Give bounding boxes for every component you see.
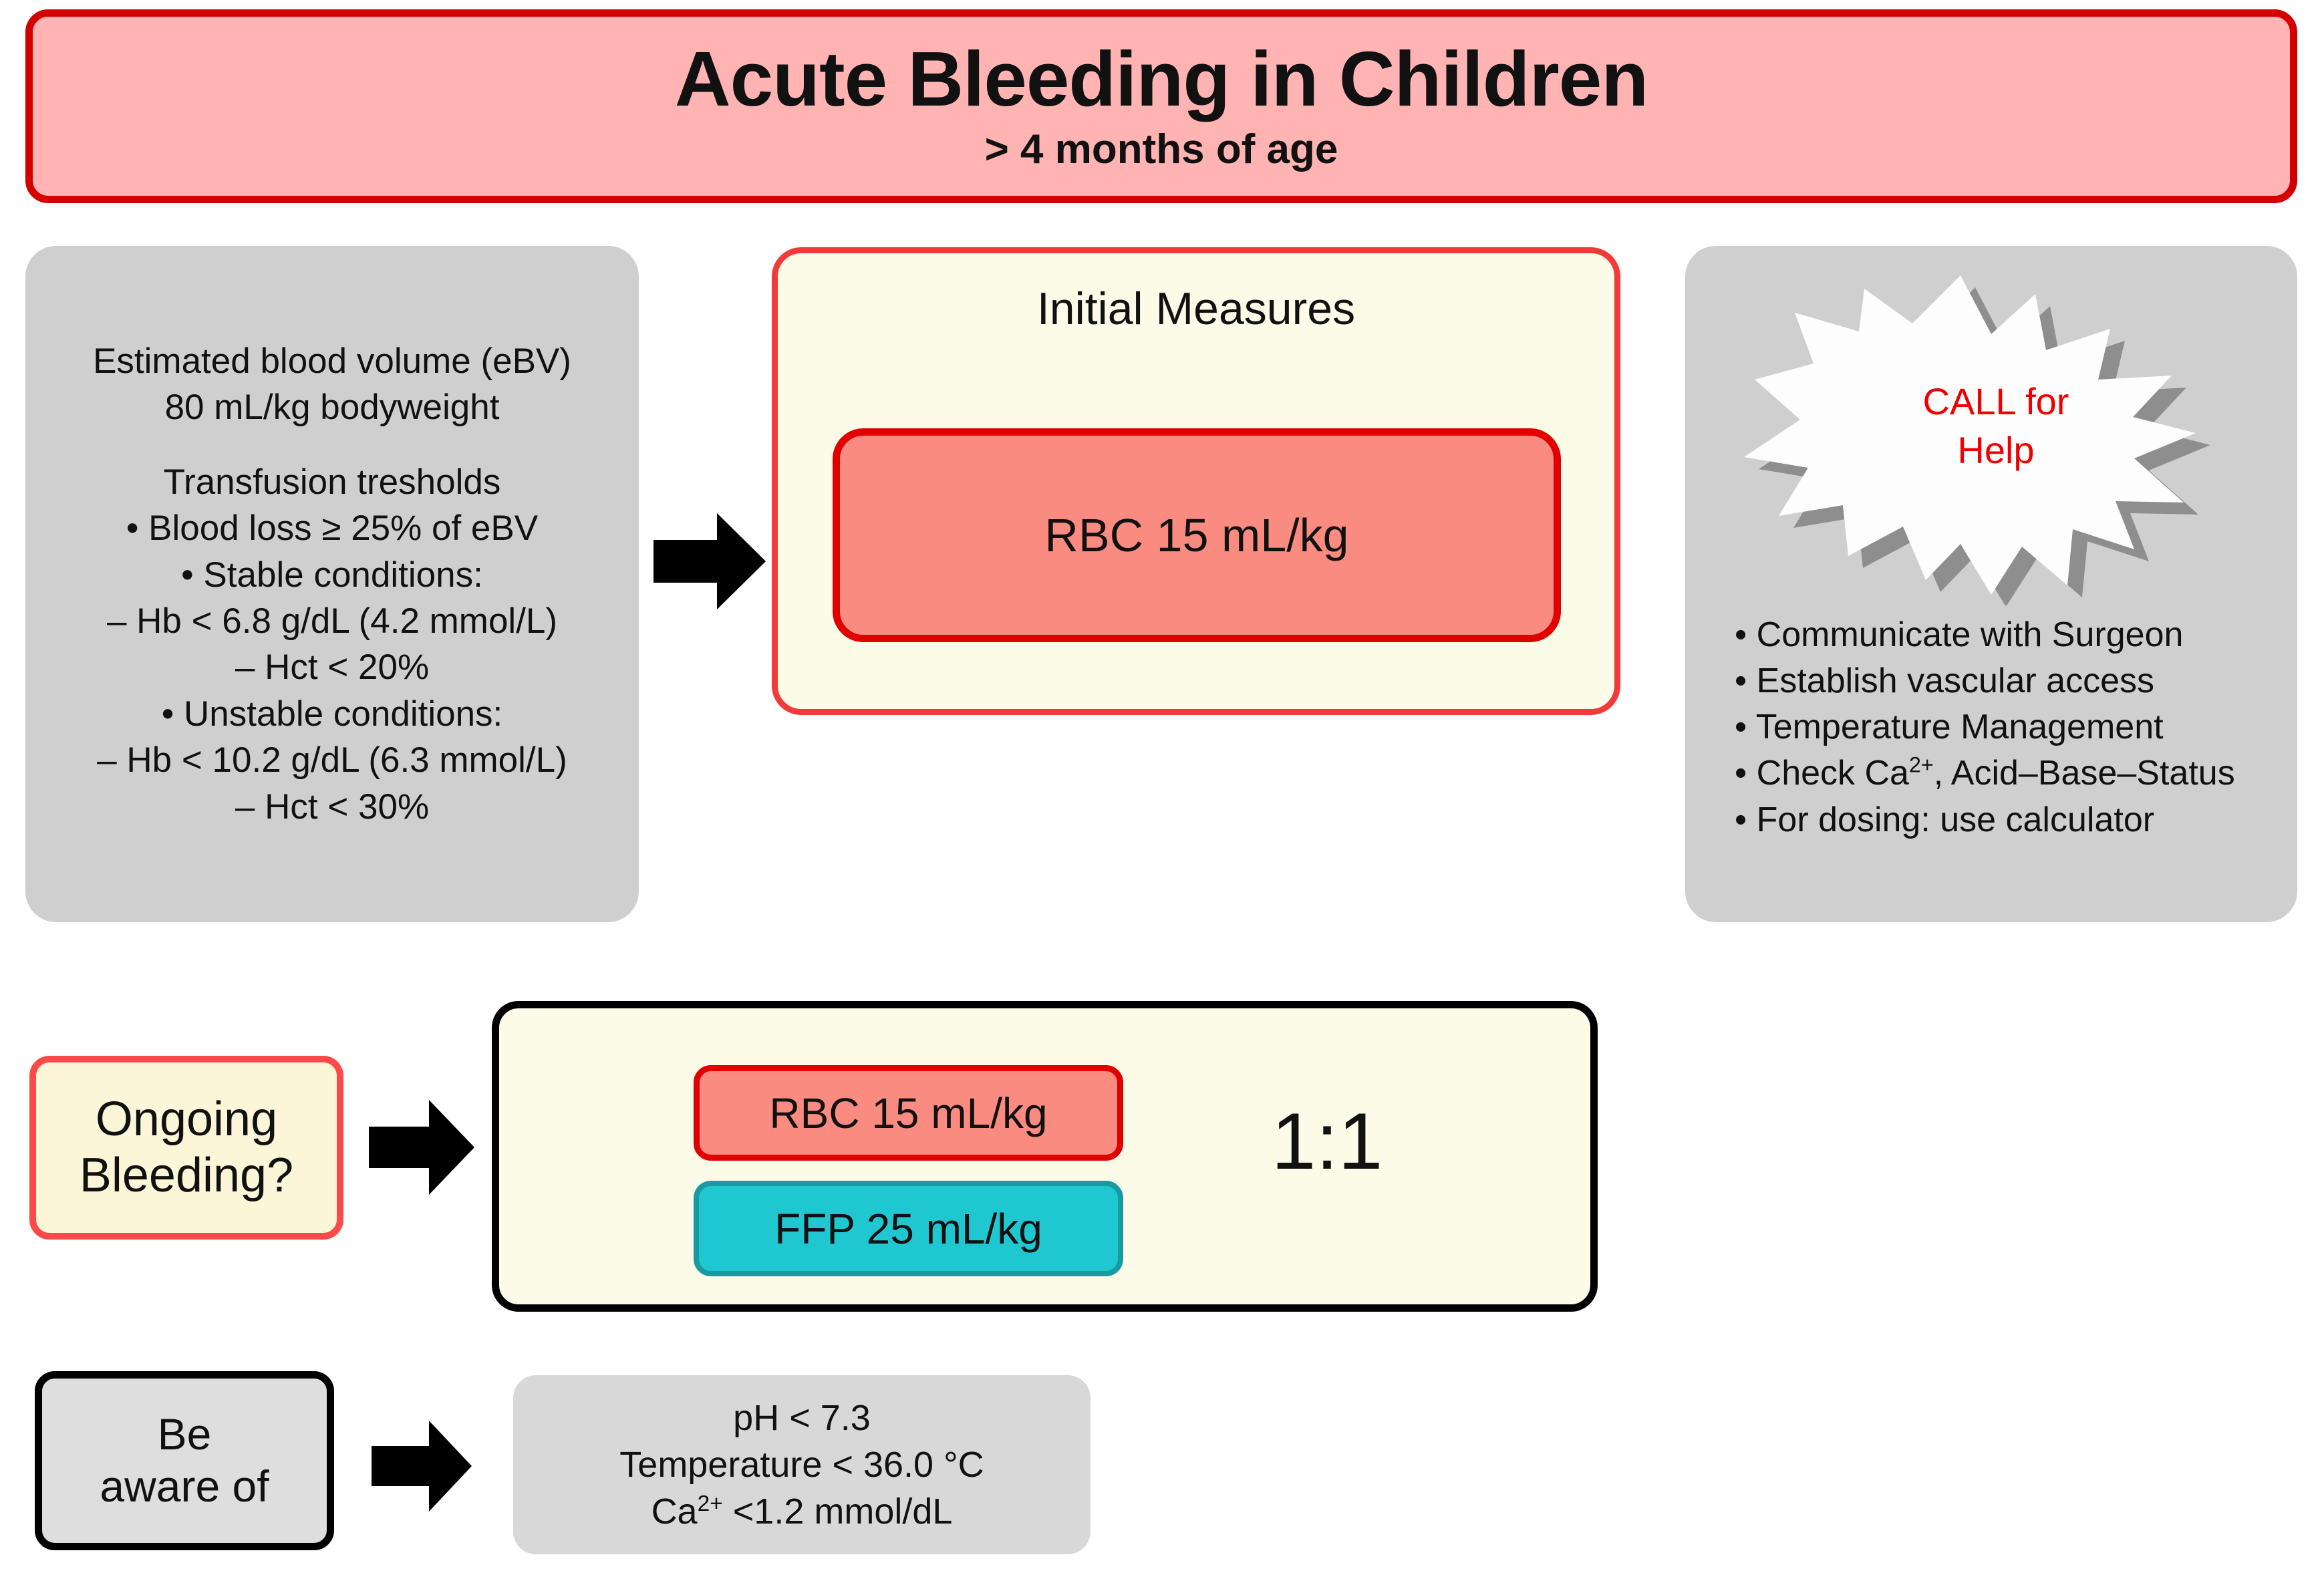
call-for-help-panel: CALL for Help • Communicate with Surgeon… [1685, 246, 2297, 922]
threshold-line: • Blood loss ≥ 25% of eBV [126, 509, 539, 549]
transfusion-ffp-dose: FFP 25 mL/kg [694, 1181, 1123, 1276]
initial-measures-rbc-dose: RBC 15 mL/kg [833, 428, 1561, 642]
be-aware-of-card: Be aware of [35, 1371, 334, 1550]
bullet-text: • Establish vascular access [1735, 662, 2155, 701]
list-item: • Temperature Management [1735, 704, 2289, 750]
be-aware-line-1: Be [157, 1409, 212, 1459]
value-text: Ca [651, 1491, 698, 1532]
list-item: • Communicate with Surgeon [1735, 612, 2289, 658]
page-subtitle: > 4 months of age [984, 126, 1338, 172]
be-aware-value-line: Ca2+ <1.2 mmol/dL [651, 1488, 953, 1535]
value-text: Temperature < 36.0 °C [619, 1444, 984, 1485]
ongoing-bleeding-line-1: Ongoing [95, 1092, 278, 1146]
initial-measures-card: Initial Measures RBC 15 mL/kg [772, 247, 1620, 715]
ongoing-bleeding-card: Ongoing Bleeding? [29, 1056, 343, 1240]
superscript-charge: 2+ [697, 1491, 723, 1517]
threshold-line: – Hb < 6.8 g/dL (4.2 mmol/L) [106, 601, 558, 641]
be-aware-of-values-panel: pH < 7.3 Temperature < 36.0 °C Ca2+ <1.2… [513, 1375, 1091, 1554]
threshold-line: – Hb < 10.2 g/dL (6.3 mmol/L) [97, 740, 567, 780]
bullet-text: • For dosing: use calculator [1735, 800, 2155, 839]
transfusion-ratio-card: RBC 15 mL/kg FFP 25 mL/kg 1:1 [492, 1001, 1598, 1312]
starburst-icon: CALL for Help [1725, 265, 2260, 605]
be-aware-value-line: pH < 7.3 [733, 1395, 871, 1441]
value-text-cont: <1.2 mmol/dL [722, 1491, 953, 1532]
list-item: • For dosing: use calculator [1735, 797, 2289, 843]
arrow-right-icon [653, 508, 767, 615]
be-aware-line-2: aware of [100, 1461, 269, 1511]
text-spacer [25, 431, 639, 459]
arrow-right-icon [369, 1096, 476, 1199]
superscript-charge: 2+ [1908, 753, 1934, 778]
call-for-help-bullet-list: • Communicate with Surgeon • Establish v… [1735, 612, 2289, 843]
threshold-line: – Hct < 30% [235, 786, 430, 827]
transfusion-rbc-dose: RBC 15 mL/kg [694, 1065, 1123, 1161]
threshold-line: • Unstable conditions: [161, 694, 503, 734]
value-text: pH < 7.3 [733, 1397, 871, 1438]
bullet-text: • Temperature Management [1735, 708, 2164, 747]
ebv-thresholds-panel: Estimated blood volume (eBV) 80 mL/kg bo… [25, 246, 639, 922]
transfusion-ratio-label: 1:1 [1271, 1097, 1383, 1186]
ebv-line-2: 80 mL/kg bodyweight [164, 388, 500, 428]
ongoing-bleeding-line-2: Bleeding? [79, 1148, 294, 1202]
page-header-banner: Acute Bleeding in Children > 4 months of… [25, 9, 2297, 203]
ebv-line-1: Estimated blood volume (eBV) [93, 341, 571, 381]
bullet-text-cont: , Acid–Base–Status [1933, 754, 2235, 793]
bullet-text: • Check Ca [1735, 754, 1909, 793]
page-title: Acute Bleeding in Children [674, 35, 1648, 123]
initial-measures-title: Initial Measures [1036, 283, 1356, 334]
be-aware-value-line: Temperature < 36.0 °C [619, 1441, 984, 1488]
list-item: • Establish vascular access [1735, 658, 2289, 704]
thresholds-heading: Transfusion tresholds [163, 462, 501, 502]
ebv-thresholds-text: Estimated blood volume (eBV) 80 mL/kg bo… [25, 338, 639, 830]
arrow-right-icon [372, 1417, 473, 1516]
bullet-text: • Communicate with Surgeon [1735, 615, 2184, 654]
threshold-line: – Hct < 20% [235, 648, 430, 688]
threshold-line: • Stable conditions: [181, 555, 483, 595]
list-item: • Check Ca2+, Acid–Base–Status [1735, 750, 2289, 797]
